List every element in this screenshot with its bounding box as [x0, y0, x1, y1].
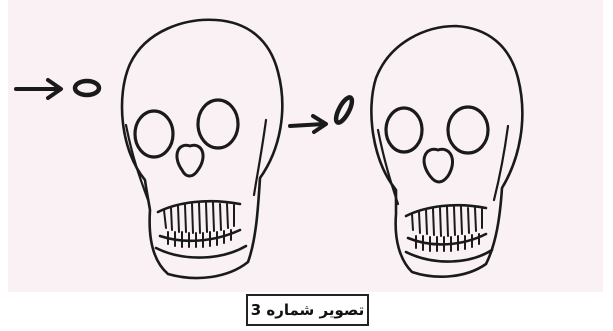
skull-drawings [8, 0, 603, 292]
right-skull-icon [371, 26, 522, 277]
figure-caption: تصویر شماره 3 [251, 301, 365, 319]
figure-panel [8, 0, 603, 292]
left-arrow-icon [16, 80, 61, 98]
left-oval-marker [75, 81, 99, 95]
right-arrow-icon [290, 116, 326, 132]
figure-caption-box: تصویر شماره 3 [246, 294, 369, 326]
right-oval-marker [333, 95, 355, 124]
left-skull-icon [122, 20, 282, 278]
